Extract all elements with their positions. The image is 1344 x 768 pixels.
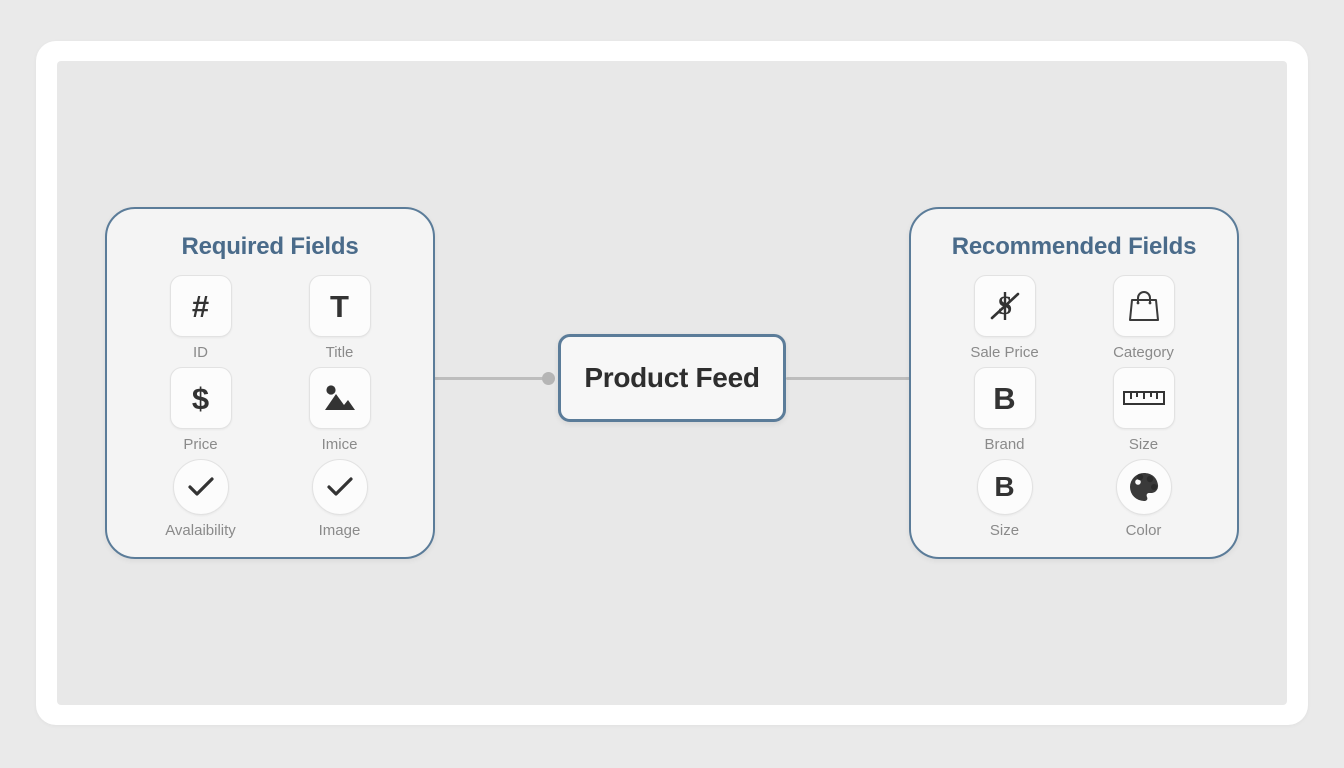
field-label-size-b: Size <box>989 522 1020 539</box>
field-label-title: Title <box>325 344 354 361</box>
field-label-category: Category <box>1113 344 1174 361</box>
field-tile-avalaibility[interactable] <box>172 459 229 515</box>
field-label-price: Price <box>183 436 218 453</box>
image-mountain-icon <box>324 385 355 410</box>
dollar-strikethrough-icon: S <box>990 291 1019 320</box>
shopping-bag-icon <box>1128 291 1159 321</box>
field-id[interactable]: # ID <box>131 275 270 361</box>
panel-required-fields: Required Fields # ID T Title $ Price <box>105 207 435 559</box>
center-node-product-feed[interactable]: Product Feed <box>558 334 786 422</box>
ruler-icon <box>1122 391 1165 405</box>
connector-left <box>434 377 552 380</box>
field-label-brand: Brand <box>984 436 1025 453</box>
letter-b-icon: B <box>994 471 1015 502</box>
field-label-size-ruler: Size <box>1128 436 1159 453</box>
field-grid-required: # ID T Title $ Price <box>107 275 433 539</box>
connector-right <box>786 377 910 380</box>
field-title[interactable]: T Title <box>270 275 409 361</box>
field-tile-title[interactable]: T <box>308 275 371 337</box>
text-t-icon: T <box>330 288 349 324</box>
field-label-sale-price: Sale Price <box>970 344 1039 361</box>
field-size-ruler[interactable]: Size <box>1074 367 1213 453</box>
field-grid-recommended: S Sale Price Category <box>911 275 1237 539</box>
field-tile-size-ruler[interactable] <box>1112 367 1175 429</box>
field-category[interactable]: Category <box>1074 275 1213 361</box>
panel-title-recommended: Recommended Fields <box>951 233 1197 260</box>
field-tile-id[interactable]: # <box>169 275 232 337</box>
field-image[interactable]: Image <box>270 459 409 539</box>
center-node-label: Product Feed <box>584 362 760 393</box>
field-tile-category[interactable] <box>1112 275 1175 337</box>
dollar-sign-icon: $ <box>191 380 210 416</box>
field-tile-price[interactable]: $ <box>169 367 232 429</box>
field-tile-imice[interactable] <box>308 367 371 429</box>
connector-dot <box>542 372 555 385</box>
field-brand[interactable]: B Brand <box>935 367 1074 453</box>
field-tile-image[interactable] <box>311 459 368 515</box>
check-icon <box>326 477 353 496</box>
field-color[interactable]: Color <box>1074 459 1213 539</box>
field-label-image: Image <box>318 522 361 539</box>
panel-recommended-fields: Recommended Fields S Sale Price <box>909 207 1239 559</box>
field-label-id: ID <box>193 344 208 361</box>
field-price[interactable]: $ Price <box>131 367 270 453</box>
color-palette-icon <box>1129 473 1158 501</box>
field-avalaibility[interactable]: Avalaibility <box>131 459 270 539</box>
field-size-b[interactable]: B Size <box>935 459 1074 539</box>
field-label-imice: Imice <box>321 436 358 453</box>
field-tile-sale-price[interactable]: S <box>973 275 1036 337</box>
field-imice[interactable]: Imice <box>270 367 409 453</box>
field-label-color: Color <box>1125 522 1162 539</box>
field-tile-brand[interactable]: B <box>973 367 1036 429</box>
field-label-avalaibility: Avalaibility <box>165 522 236 539</box>
field-tile-color[interactable] <box>1115 459 1172 515</box>
field-sale-price[interactable]: S Sale Price <box>935 275 1074 361</box>
check-icon <box>187 477 214 496</box>
field-tile-size-b[interactable]: B <box>976 459 1033 515</box>
panel-title-required: Required Fields <box>181 233 359 260</box>
hash-icon: # <box>191 288 210 324</box>
letter-b-icon: B <box>993 380 1016 416</box>
